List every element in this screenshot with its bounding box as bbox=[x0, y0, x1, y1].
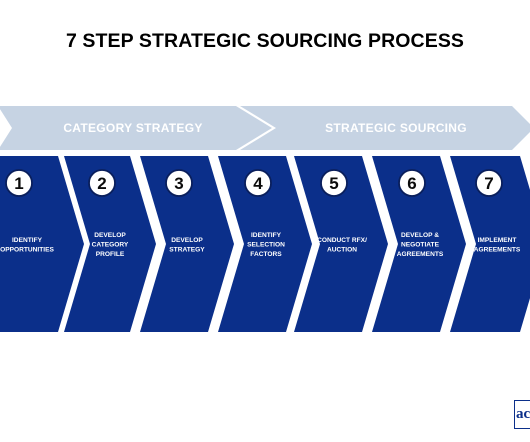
step-chevron bbox=[450, 156, 530, 332]
step-label-line: DEVELOP & bbox=[401, 232, 439, 239]
step-label-line: NEGOTIATE bbox=[401, 242, 440, 249]
step-label-line: FACTORS bbox=[250, 251, 282, 258]
phase-label: CATEGORY STRATEGY bbox=[63, 121, 202, 135]
step-label-line: IMPLEMENT bbox=[478, 237, 517, 244]
step-label-line: AUCTION bbox=[327, 247, 357, 254]
company-logo: ac bbox=[514, 400, 530, 429]
step-label-line: AGREEMENTS bbox=[397, 251, 444, 258]
phase-arrow bbox=[240, 106, 530, 150]
step-number-circle bbox=[165, 169, 193, 197]
step-number: 7 bbox=[484, 174, 493, 193]
phase-notch bbox=[0, 109, 12, 147]
logo-text: ac bbox=[516, 406, 530, 422]
step-number: 1 bbox=[14, 174, 23, 193]
step-number: 3 bbox=[174, 174, 183, 193]
step-number-circle bbox=[475, 169, 503, 197]
step-number: 5 bbox=[329, 174, 338, 193]
page-title: 7 STEP STRATEGIC SOURCING PROCESS bbox=[65, 30, 465, 52]
step-number-circle bbox=[320, 169, 348, 197]
step-label-line: OPPORTUNITIES bbox=[0, 247, 54, 254]
step-label-line: PROFILE bbox=[96, 251, 125, 258]
step-number-circle bbox=[5, 169, 33, 197]
phase-arrow bbox=[0, 106, 272, 150]
step-label-line: CATEGORY bbox=[92, 242, 129, 249]
step-label-line: IDENTIFY bbox=[12, 237, 43, 244]
step-label-line: IDENTIFY bbox=[251, 232, 282, 239]
step-chevron bbox=[372, 156, 466, 332]
step-number: 4 bbox=[253, 174, 263, 193]
step-number-circle bbox=[398, 169, 426, 197]
step-chevron bbox=[0, 156, 84, 332]
step-label-line: DEVELOP bbox=[94, 232, 126, 239]
step-number-circle bbox=[244, 169, 272, 197]
phase-label: STRATEGIC SOURCING bbox=[325, 121, 467, 135]
step-number-circle bbox=[88, 169, 116, 197]
phase-banner: CATEGORY STRATEGY STRATEGIC SOURCING bbox=[0, 106, 530, 150]
step-number: 6 bbox=[407, 174, 416, 193]
step-label-line: CONDUCT RFX/ bbox=[317, 237, 367, 244]
step-label-line: SELECTION bbox=[247, 242, 285, 249]
step-chevron bbox=[64, 156, 156, 332]
step-label-line: STRATEGY bbox=[169, 247, 205, 254]
step-chevron bbox=[294, 156, 388, 332]
step-label-line: AGREEMENTS bbox=[474, 247, 521, 254]
step-label-line: DEVELOP bbox=[171, 237, 203, 244]
step-chevron bbox=[140, 156, 234, 332]
step-number: 2 bbox=[97, 174, 106, 193]
step-chevron bbox=[218, 156, 312, 332]
